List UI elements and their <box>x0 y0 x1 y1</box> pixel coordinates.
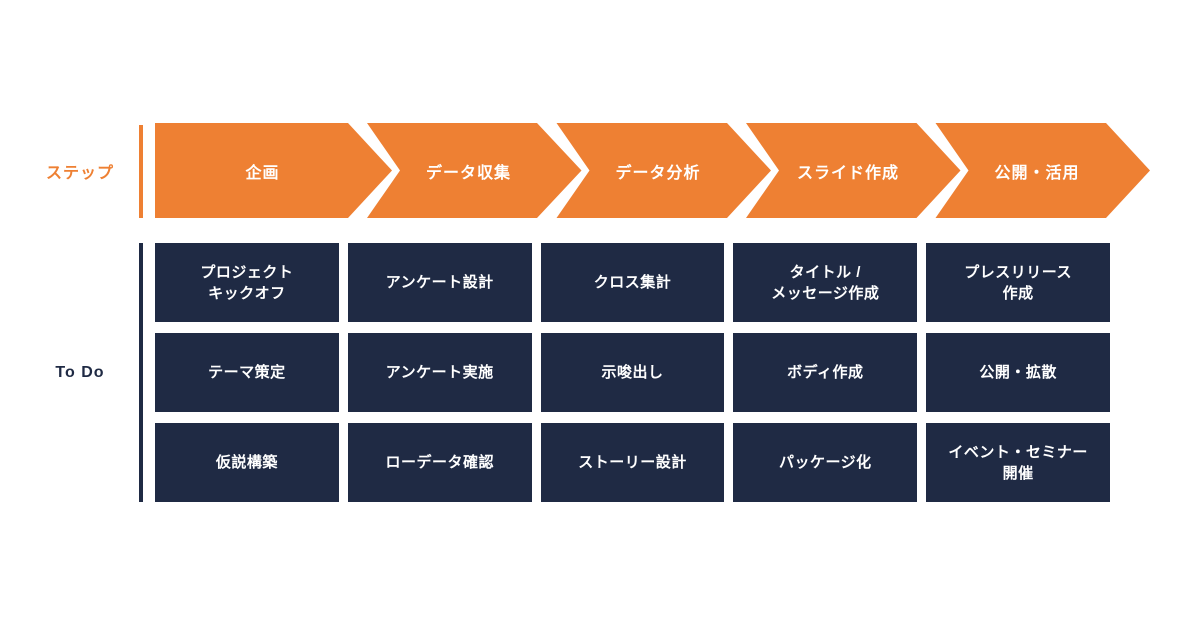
todo-cell-r3-c5: イベント・セミナー 開催 <box>926 423 1110 502</box>
steps-row-label: ステップ <box>45 164 114 182</box>
step-arrow-shape-4 <box>746 123 961 218</box>
todo-row-label: To Do <box>55 363 105 381</box>
todo-cell-r2-c1: テーマ策定 <box>155 333 339 412</box>
step-3-label: データ分析 <box>615 164 701 182</box>
todo-grid: プロジェクト キックオフ アンケート設計 クロス集計 タイトル / メッセージ作… <box>155 243 1110 502</box>
todo-cell-r2-c3: 示唆出し <box>540 333 725 412</box>
todo-cell-r3-c1: 仮説構築 <box>155 423 339 502</box>
step-arrow-shape-2 <box>367 123 582 218</box>
step-arrow-shape-1 <box>155 123 392 218</box>
step-2-label: データ収集 <box>425 164 511 182</box>
step-1-label: 企画 <box>245 164 280 182</box>
todo-divider-line <box>139 243 143 502</box>
todo-cell-r1-c3: クロス集計 <box>540 243 725 322</box>
todo-cell-r2-c4: ボディ作成 <box>733 333 918 412</box>
todo-cell-r1-c5: プレスリリース 作成 <box>926 243 1110 322</box>
steps-divider-line <box>139 125 143 218</box>
step-arrow-shape-3 <box>556 123 771 218</box>
todo-cell-r1-c2: アンケート設計 <box>347 243 532 322</box>
todo-cell-r2-c5: 公開・拡散 <box>926 333 1110 412</box>
todo-cell-r3-c3: ストーリー設計 <box>540 423 725 502</box>
todo-cell-r2-c2: アンケート実施 <box>347 333 532 412</box>
step-4-label: スライド作成 <box>796 164 899 182</box>
steps-arrows-graphic <box>155 123 1150 218</box>
steps-arrow-band: 企画 データ収集 データ分析 スライド作成 公開・活用 <box>155 123 1150 218</box>
step-5-label: 公開・活用 <box>994 164 1080 182</box>
todo-cell-r3-c2: ローデータ確認 <box>347 423 532 502</box>
todo-cell-r1-c1: プロジェクト キックオフ <box>155 243 339 322</box>
todo-cell-r3-c4: パッケージ化 <box>733 423 918 502</box>
step-arrow-shape-5 <box>935 123 1150 218</box>
todo-cell-r1-c4: タイトル / メッセージ作成 <box>733 243 918 322</box>
